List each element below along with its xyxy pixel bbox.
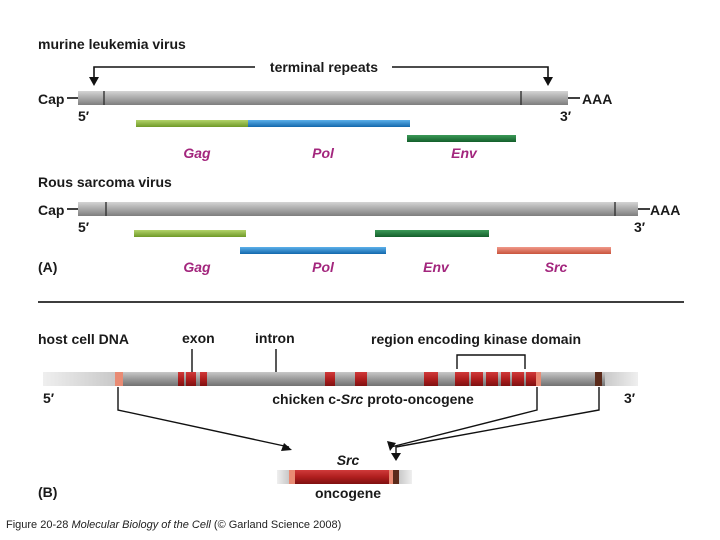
rsv-title: Rous sarcoma virus <box>38 174 172 190</box>
mlv-env-bar <box>407 135 516 142</box>
host-5prime: 5′ <box>43 390 55 406</box>
rsv-cap-label: Cap <box>38 202 64 218</box>
rsv-src-bar <box>497 247 611 254</box>
rsv-polya-label: AAA <box>650 202 680 218</box>
rsv-gag-bar <box>134 230 246 237</box>
rsv-3prime: 3′ <box>634 219 646 235</box>
rsv-gag-label: Gag <box>183 259 211 275</box>
exon-block <box>471 372 483 386</box>
exon-label: exon <box>182 330 215 346</box>
figure-caption: Figure 20-28 Molecular Biology of the Ce… <box>6 519 341 531</box>
mlv-gag-bar <box>136 120 248 127</box>
mlv-genome-bar <box>78 91 568 105</box>
exon-block <box>200 372 207 386</box>
repeat-bracket-left <box>93 66 255 83</box>
exon-block <box>178 372 184 386</box>
intron-label: intron <box>255 330 295 346</box>
rsv-pol-bar <box>240 247 386 254</box>
repeat-arrowhead-right <box>543 77 553 86</box>
splice-arrow-middle <box>390 387 538 448</box>
host-3prime: 3′ <box>624 390 636 406</box>
rsv-genome-bar <box>78 202 638 216</box>
kinase-bracket <box>456 354 526 369</box>
oncogene-name: Src <box>337 452 360 468</box>
mlv-5prime: 5′ <box>78 108 90 124</box>
repeat-bracket-right <box>392 66 549 83</box>
caption-book: Molecular Biology of the Cell <box>71 519 211 531</box>
mlv-3prime: 3′ <box>560 108 572 124</box>
rsv-env-label: Env <box>423 259 450 275</box>
terminal-repeats-label: terminal repeats <box>270 59 378 75</box>
mlv-pol-label: Pol <box>312 145 335 161</box>
mlv-env-label: Env <box>451 145 478 161</box>
repeat-arrowhead-left <box>89 77 99 86</box>
mlv-cap-label: Cap <box>38 91 64 107</box>
oncogene-bar <box>277 470 412 484</box>
rsv-env-bar <box>375 230 489 237</box>
rsv-src-label: Src <box>545 259 568 275</box>
mlv-polya-label: AAA <box>582 91 612 107</box>
caption-suffix: (© Garland Science 2008) <box>213 519 342 531</box>
exon-block <box>455 372 469 386</box>
mlv-section: murine leukemia virus terminal repeats C… <box>38 36 612 161</box>
splice-arrow-left <box>117 387 290 448</box>
exon-block <box>486 372 498 386</box>
kinase-region-label: region encoding kinase domain <box>371 331 581 347</box>
exon-block <box>512 372 524 386</box>
mlv-title: murine leukemia virus <box>38 36 186 52</box>
panel-b-label: (B) <box>38 484 57 500</box>
exon-block <box>501 372 510 386</box>
mlv-gag-label: Gag <box>183 145 211 161</box>
exon-block <box>424 372 438 386</box>
host-dna-label: host cell DNA <box>38 331 129 347</box>
rsv-pol-label: Pol <box>312 259 335 275</box>
exon-block <box>186 372 196 386</box>
exon-block <box>526 372 536 386</box>
rsv-section: Rous sarcoma virus Cap AAA 5′ 3′ Gag Pol… <box>38 174 680 275</box>
panel-b: host cell DNA exon intron region encodin… <box>38 330 638 501</box>
caption-prefix: Figure 20-28 <box>6 519 69 531</box>
panel-a-label: (A) <box>38 259 57 275</box>
exon-block <box>325 372 335 386</box>
splice-arrow-right <box>395 387 600 457</box>
oncogene-label: oncogene <box>315 485 381 501</box>
proto-oncogene-label: chicken c-Src proto-oncogene <box>272 391 474 407</box>
mlv-pol-bar <box>248 120 410 127</box>
exon-block <box>355 372 367 386</box>
rsv-5prime: 5′ <box>78 219 90 235</box>
host-dna-bar <box>43 372 638 386</box>
